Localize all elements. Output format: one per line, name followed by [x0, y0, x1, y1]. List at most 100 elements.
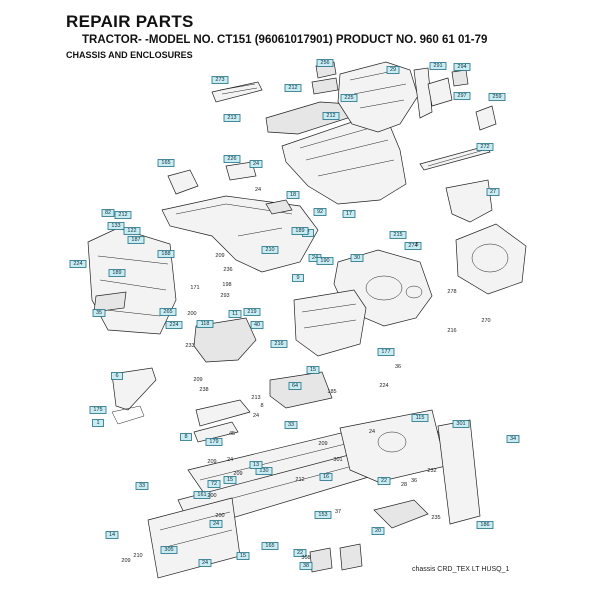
callout-box: [223, 155, 241, 163]
callout-274: 274: [404, 242, 422, 250]
callout-11: 11: [228, 310, 242, 318]
callout-30: 30: [350, 254, 364, 262]
callout-box: [486, 188, 500, 196]
callout-165: 165: [261, 542, 279, 550]
callout-number: 30: [354, 255, 360, 261]
section-title: CHASSIS AND ENCLOSURES: [66, 50, 193, 60]
callout-number: 190: [320, 258, 329, 264]
console-shapes: [111, 223, 527, 443]
callout-box: [350, 254, 364, 262]
callout-number: 224: [73, 261, 82, 267]
callout-number: 256: [320, 60, 329, 66]
callout-number: 72: [211, 481, 217, 487]
callout-82: 82: [101, 209, 115, 217]
callout-box: [223, 114, 241, 122]
callout-box: [249, 160, 263, 168]
part-number-label: 301: [333, 457, 342, 463]
callout-number: 153: [318, 512, 327, 518]
part-number-label: 278: [447, 289, 456, 295]
hood-shapes: [211, 61, 497, 223]
part-number-label: 185: [327, 389, 336, 395]
callout-number: 24: [213, 521, 219, 527]
callout-305: 305: [160, 546, 178, 554]
callout-number: 273: [215, 77, 224, 83]
part-number-label: 212: [295, 477, 304, 483]
callout-box: [101, 209, 115, 217]
callout-34: 34: [506, 435, 520, 443]
callout-291: 291: [429, 62, 447, 70]
callout-188: 188: [157, 250, 175, 258]
callout-number: 115: [416, 415, 425, 421]
callout-box: [92, 419, 104, 427]
callout-number: 265: [163, 309, 172, 315]
callout-box: [69, 260, 87, 268]
callout-219: 219: [243, 308, 261, 316]
callout-box: [284, 421, 298, 429]
callout-number: 6: [115, 373, 118, 379]
callout-box: [127, 236, 145, 244]
callout-box: [111, 372, 123, 380]
part-number-label: 224: [379, 383, 388, 389]
callout-box: [160, 546, 178, 554]
callout-189: 189: [108, 269, 126, 277]
callout-box: [386, 66, 400, 74]
callout-224: 224: [165, 321, 183, 329]
callout-122: 122: [123, 227, 141, 235]
callout-number: 64: [292, 383, 298, 389]
callout-number: 294: [457, 64, 466, 70]
part-number-label: 209: [318, 441, 327, 447]
callout-number: 212: [326, 113, 335, 119]
fender-shapes: [87, 161, 319, 335]
part-number-label: 200: [215, 513, 224, 519]
callout-number: 1: [96, 420, 99, 426]
callout-number: 24: [202, 560, 208, 566]
callout-38: 38: [299, 562, 313, 570]
callout-number: 22: [297, 550, 303, 556]
callout-number: 177: [381, 349, 390, 355]
callout-number: 13: [253, 462, 259, 468]
callout-box: [299, 562, 313, 570]
callout-number: 16: [323, 474, 329, 480]
callout-118: 118: [196, 320, 214, 328]
callout-64: 64: [288, 382, 302, 390]
part-number-label: 28: [401, 482, 407, 488]
callout-177: 177: [377, 348, 395, 356]
callout-294: 294: [453, 63, 471, 71]
part-number-label: 209: [233, 471, 242, 477]
callout-27: 27: [486, 188, 500, 196]
part-number-label: 209: [207, 459, 216, 465]
callout-number: 215: [393, 232, 402, 238]
callout-number: 15: [310, 367, 316, 373]
callout-256: 256: [316, 59, 334, 67]
callout-190: 190: [316, 257, 334, 265]
model-subtitle: TRACTOR- -MODEL NO. CT151 (96061017901) …: [82, 34, 488, 46]
callout-212: 212: [322, 112, 340, 120]
callout-15: 15: [236, 552, 250, 560]
callout-box: [211, 76, 229, 84]
callout-212: 212: [114, 211, 132, 219]
part-number-label: 238: [199, 387, 208, 393]
callout-number: 14: [109, 532, 115, 538]
callout-number: 187: [131, 237, 140, 243]
callout-24: 24: [198, 559, 212, 567]
part-number-label: 37: [335, 509, 341, 515]
callout-number: 305: [164, 547, 173, 553]
callout-box: [453, 92, 471, 100]
callout-box: [209, 520, 223, 528]
callout-272: 272: [476, 143, 494, 151]
callout-box: [193, 491, 211, 499]
part-number-label: 308: [301, 555, 310, 561]
callout-box: [198, 559, 212, 567]
callout-box: [316, 257, 334, 265]
callout-number: 29: [390, 67, 396, 73]
callout-box: [157, 159, 175, 167]
callout-box: [255, 467, 273, 475]
callout-33: 33: [135, 482, 149, 490]
callout-29: 29: [386, 66, 400, 74]
callout-13: 13: [249, 461, 263, 469]
callout-box: [316, 59, 334, 67]
callout-box: [371, 527, 385, 535]
page-title: REPAIR PARTS: [66, 12, 194, 31]
callout-box: [249, 461, 263, 469]
callout-number: 122: [127, 228, 136, 234]
